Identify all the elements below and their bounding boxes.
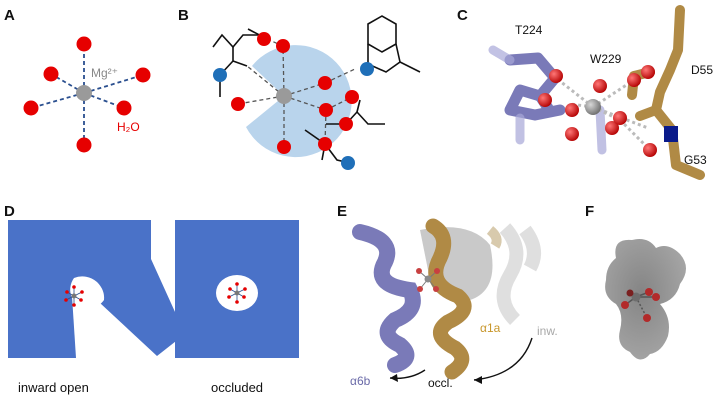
oxygen-atom: [643, 143, 657, 157]
oxygen-atom: [345, 90, 359, 104]
oxygen-atom: [549, 69, 563, 83]
arrow-inward-to-occluded: [473, 337, 533, 381]
occluded-ion-glyph: [227, 282, 247, 304]
water-oxygen-bottom: [76, 137, 92, 153]
panel-f-ion-cluster: [621, 288, 660, 322]
oxygen-atom: [277, 140, 291, 154]
water-oxygen-lower-left: [23, 100, 39, 116]
oxygen-atom: [565, 103, 579, 117]
water-oxygen-upper-left: [43, 66, 59, 82]
oxygen-atom: [339, 117, 353, 131]
label-w229: W229: [590, 52, 622, 66]
helix-alpha6b: [352, 224, 421, 373]
oxygen-atom: [605, 121, 619, 135]
panel-b: B: [178, 7, 421, 170]
caption-occluded: occluded: [211, 380, 263, 395]
nitrogen-atom: [360, 62, 374, 76]
inward-open-ion-glyph: [64, 285, 84, 307]
label-occluded-state: occl.: [428, 376, 453, 390]
inward-open-channel: [72, 296, 100, 358]
label-d55: D55: [691, 63, 713, 77]
water-oxygen-upper-right: [135, 67, 151, 83]
panel-c: C: [457, 5, 713, 180]
panel-c-oxygen-atoms: [538, 65, 657, 157]
oxygen-atom: [613, 111, 627, 125]
label-alpha6b: α6b: [350, 374, 371, 388]
oxygen-atom: [318, 137, 332, 151]
panel-e: E: [337, 203, 558, 390]
oxygen-atom: [565, 127, 579, 141]
panel-b-oxygen-atoms: [231, 32, 359, 154]
oxygen-atom: [593, 79, 607, 93]
water-label: H₂O: [117, 120, 140, 134]
water-oxygen-lower-right: [116, 100, 132, 116]
panel-b-letter: B: [178, 7, 189, 24]
magnesium-ion-atom: [76, 85, 92, 101]
cavity-surface: [605, 239, 686, 360]
arrow-head: [390, 374, 398, 382]
oxygen-atom: [641, 65, 655, 79]
oxygen-atom: [257, 32, 271, 46]
panel-a-water-oxygens: [23, 36, 151, 153]
panel-b-nitrogen-atoms: [213, 62, 374, 170]
faint-helix: [496, 223, 541, 325]
panel-e-ion-cluster: [416, 268, 440, 292]
magnesium-ion-label: Mg²⁺: [91, 66, 118, 80]
right-ring-ligand-skeleton: [367, 15, 421, 73]
nitrogen-stick-segment: [664, 126, 678, 142]
arrow-head: [474, 376, 482, 384]
water-oxygen-top: [76, 36, 92, 52]
panel-a: A Mg²⁺ H₂O: [4, 7, 151, 153]
residue-w229-stick-faded: [488, 45, 607, 155]
panel-d-letter: D: [4, 203, 15, 220]
panel-c-magnesium-atom: [585, 99, 601, 115]
residue-t224-stick: [504, 52, 566, 121]
panel-c-letter: C: [457, 7, 468, 24]
nitrogen-atom: [213, 68, 227, 82]
label-inward: inw.: [537, 324, 558, 338]
panel-f: F: [585, 203, 686, 360]
panel-b-magnesium-atom: [276, 88, 292, 104]
caption-inward-open: inward open: [18, 380, 89, 395]
helix-tan-background: [486, 226, 502, 249]
oxygen-atom: [318, 76, 332, 90]
residue-d55-stick: [627, 5, 705, 180]
nitrogen-atom: [341, 156, 355, 170]
panel-e-letter: E: [337, 203, 347, 220]
label-t224: T224: [515, 23, 543, 37]
panel-d: D: [4, 203, 299, 395]
oxygen-atom: [627, 73, 641, 87]
label-g53: G53: [684, 153, 707, 167]
panel-a-letter: A: [4, 7, 15, 24]
panel-f-letter: F: [585, 203, 594, 220]
helix-alpha1a: [425, 218, 472, 380]
oxygen-atom: [276, 39, 290, 53]
oxygen-atom: [538, 93, 552, 107]
label-alpha1a: α1a: [480, 321, 501, 335]
oxygen-atom: [319, 103, 333, 117]
left-ligand-skeleton: [212, 28, 268, 97]
oxygen-atom: [231, 97, 245, 111]
